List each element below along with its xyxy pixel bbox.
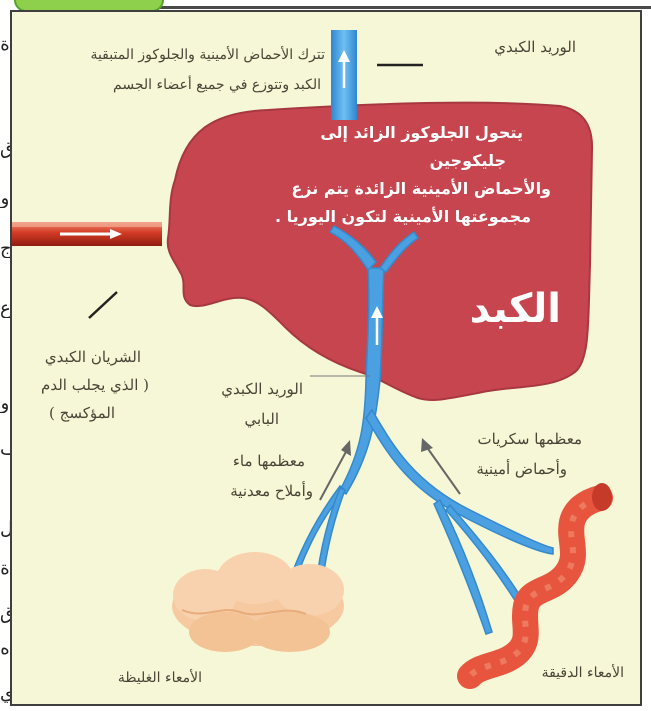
hepatic-artery	[12, 222, 162, 246]
small-intestine-label: الأمعاء الدقيقة	[542, 662, 624, 684]
hepatic-artery-label-line-2: ( الذي يجلب الدم	[41, 374, 149, 396]
hepatic-artery-label-line-1: الشريان الكبدي	[45, 346, 141, 368]
liver-text-line-3: والأحماض الأمينية الزائدة يتم نزع	[291, 176, 551, 202]
water-salts-label-line-1: معظمها ماء	[233, 450, 305, 472]
large-intestine-label: الأمعاء الغليظة	[118, 667, 202, 689]
small-intestine	[470, 483, 612, 676]
liver-title: الكبد	[470, 286, 561, 332]
sugars-amino-label-line-2: وأحماض أمينية	[476, 458, 567, 480]
hepatic-vein-label: الوريد الكبدي	[494, 36, 576, 58]
hepatic-artery-label-line-3: المؤكسج )	[49, 402, 115, 424]
sugars-amino-label-line-1: معظمها سكريات	[478, 428, 583, 450]
exit-text-line-2: الكبد وتتوزع في جميع أعضاء الجسم	[113, 74, 321, 96]
exit-text-line-1: تترك الأحماض الأمينية والجلوكوز المتبقية	[90, 44, 325, 66]
liver-text-line-4: مجموعتها الأمينية لتكون اليوريا .	[275, 204, 531, 230]
water-salts-label-line-2: وأملاح معدنية	[230, 480, 313, 502]
liver-text-line-2: جليكوجين	[430, 148, 506, 174]
hepatic-vein	[331, 30, 357, 120]
portal-vein-label-line-2: البابي	[244, 408, 279, 430]
large-intestine	[172, 552, 344, 652]
liver-text-line-1: يتحول الجلوكوز الزائد إلى	[320, 120, 523, 146]
portal-vein-label-line-1: الوريد الكبدي	[221, 378, 303, 400]
hepatic-artery-pointer	[89, 292, 117, 318]
